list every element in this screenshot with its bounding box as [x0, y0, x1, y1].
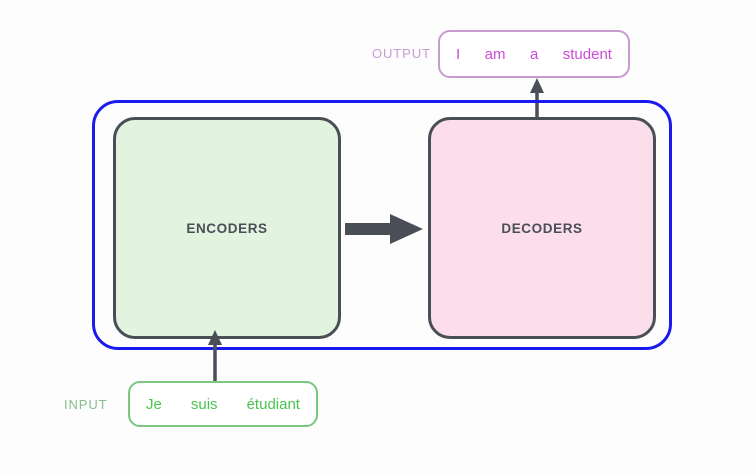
- input-token-box: Je suis étudiant: [128, 381, 318, 427]
- decoders-box: DECODERS: [428, 117, 656, 339]
- input-token: suis: [190, 395, 218, 413]
- decoders-label: DECODERS: [501, 220, 583, 236]
- output-token: student: [562, 45, 612, 63]
- input-label: INPUT: [64, 397, 108, 412]
- output-token: a: [529, 45, 539, 63]
- output-label: OUTPUT: [372, 46, 431, 61]
- input-token: étudiant: [246, 395, 300, 413]
- input-to-encoders-arrow: [208, 330, 222, 386]
- encoders-label: ENCODERS: [186, 220, 268, 236]
- output-token-box: I am a student: [438, 30, 630, 78]
- encoders-box: ENCODERS: [113, 117, 341, 339]
- input-token: Je: [146, 395, 162, 413]
- model-container: [92, 100, 672, 350]
- output-token: am: [484, 45, 506, 63]
- encoders-to-decoders-arrow: [345, 214, 423, 244]
- output-token: I: [456, 45, 461, 63]
- input-tokens: Je suis étudiant: [146, 396, 300, 413]
- output-tokens: I am a student: [456, 46, 612, 63]
